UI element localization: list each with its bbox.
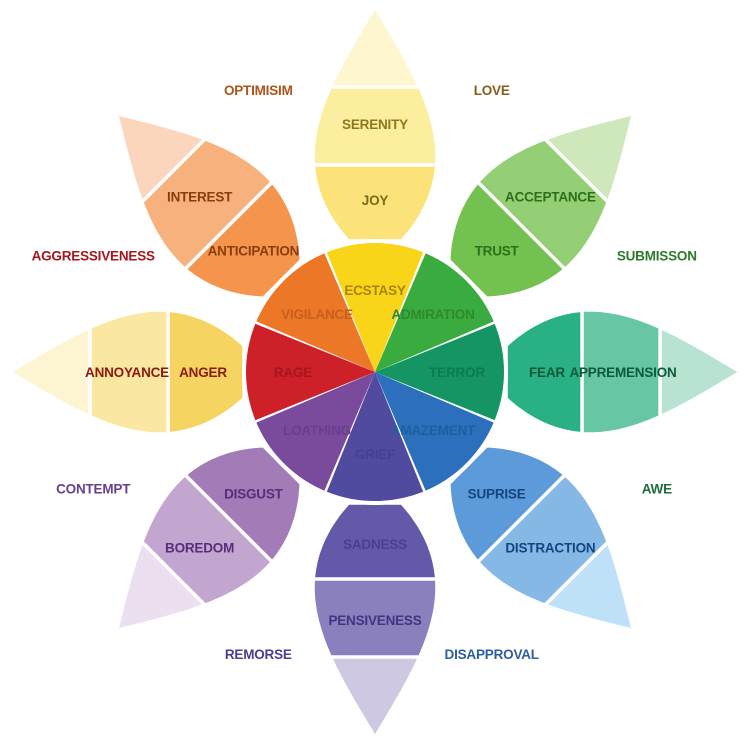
dyad-label-love: LOVE	[474, 83, 510, 98]
petal-core-anger	[244, 323, 375, 421]
petal-band-fear-2	[583, 311, 659, 433]
petal-anticipation	[116, 113, 375, 372]
petal-band-anticipation-1	[187, 184, 300, 297]
petal-core-disgust	[254, 372, 375, 493]
label-anticipation-1: ANTICIPATION	[208, 243, 300, 258]
petal-joy	[314, 7, 436, 372]
petal-sadness	[314, 372, 436, 737]
petal-band-trust-2	[480, 140, 607, 267]
label-anticipation-2: INTEREST	[167, 190, 233, 205]
dyad-label-disapproval: DISAPPROVAL	[445, 647, 539, 662]
dyads-layer: LOVE SUBMISSON AWE DISAPPROVAL REMORSE CONTEM…	[32, 83, 697, 662]
label-sadness-1: SADNESS	[343, 537, 407, 552]
label-fear-0: TERROR	[429, 365, 485, 380]
petal-band-sadness-2	[314, 580, 436, 656]
petal-band-surprise-2	[480, 477, 607, 604]
dyad-label-aggressiveness: AGGRESSIVENESS	[32, 248, 155, 263]
label-anger-0: RAGE	[274, 365, 312, 380]
petal-trust	[375, 113, 634, 372]
dyad-label-contempt: CONTEMPT	[56, 482, 131, 497]
petal-band-joy-3	[333, 7, 417, 86]
petal-band-joy-2	[314, 88, 436, 164]
label-surprise-2: DISTRACTION	[505, 540, 595, 555]
label-disgust-0: LOATHING	[283, 423, 351, 438]
label-surprise-0: AMAZEMENT	[391, 423, 476, 438]
label-sadness-2: PENSIVENESS	[328, 613, 421, 628]
petal-band-disgust-2	[143, 477, 270, 604]
petal-anger	[10, 311, 375, 433]
petal-band-fear-3	[661, 330, 740, 414]
petal-band-trust-3	[548, 113, 634, 199]
petal-band-surprise-1	[450, 447, 563, 560]
petal-core-anticipation	[254, 251, 375, 372]
dyad-label-submisson: SUBMISSON	[617, 248, 697, 263]
petal-surprise	[375, 372, 634, 631]
petal-band-anticipation-3	[116, 113, 202, 199]
label-anger-2: ANNOYANCE	[85, 365, 169, 380]
label-joy-1: JOY	[362, 193, 389, 208]
label-anticipation-0: VIGILANCE	[281, 307, 353, 322]
petal-band-disgust-3	[116, 545, 202, 631]
petal-disgust	[116, 372, 375, 631]
label-trust-1: TRUST	[475, 243, 520, 258]
petal-band-surprise-3	[548, 545, 634, 631]
label-joy-0: ECSTASY	[344, 283, 406, 298]
petals-layer	[10, 7, 740, 737]
petal-band-anger-2	[91, 311, 167, 433]
petal-band-sadness-1	[315, 504, 435, 578]
petal-band-anger-3	[10, 330, 89, 414]
petal-fear	[375, 311, 740, 433]
petal-core-fear	[375, 323, 506, 421]
petal-core-joy	[326, 241, 424, 372]
label-surprise-1: SUPRISE	[468, 487, 526, 502]
petal-band-joy-1	[315, 166, 435, 240]
label-joy-2: SERENITY	[342, 117, 408, 132]
dyad-label-awe: AWE	[642, 482, 672, 497]
label-anger-1: ANGER	[179, 365, 227, 380]
petal-core-trust	[375, 251, 496, 372]
petal-core-surprise	[375, 372, 496, 493]
petal-band-sadness-3	[333, 658, 417, 737]
dyad-label-remorse: REMORSE	[225, 647, 292, 662]
label-disgust-2: BOREDOM	[165, 540, 234, 555]
petal-band-anger-1	[169, 312, 243, 432]
petal-band-disgust-1	[187, 447, 300, 560]
label-disgust-1: DISGUST	[224, 487, 284, 502]
label-trust-2: ACCEPTANCE	[505, 190, 596, 205]
dyad-label-optimisim: OPTIMISIM	[224, 83, 293, 98]
label-fear-1: FEAR	[529, 365, 565, 380]
petal-band-trust-1	[450, 184, 563, 297]
petal-band-fear-1	[507, 312, 581, 432]
label-sadness-0: GRIEF	[355, 447, 395, 462]
label-fear-2: APPREMENSION	[569, 365, 676, 380]
petal-core-sadness	[326, 372, 424, 503]
label-trust-0: ADMIRATION	[391, 307, 474, 322]
labels-layer: ECSTASY JOY SERENITY ADMIRATION TRUST ACCEPTA…	[85, 117, 677, 628]
petal-band-anticipation-2	[143, 140, 270, 267]
inner-ring	[242, 239, 508, 505]
